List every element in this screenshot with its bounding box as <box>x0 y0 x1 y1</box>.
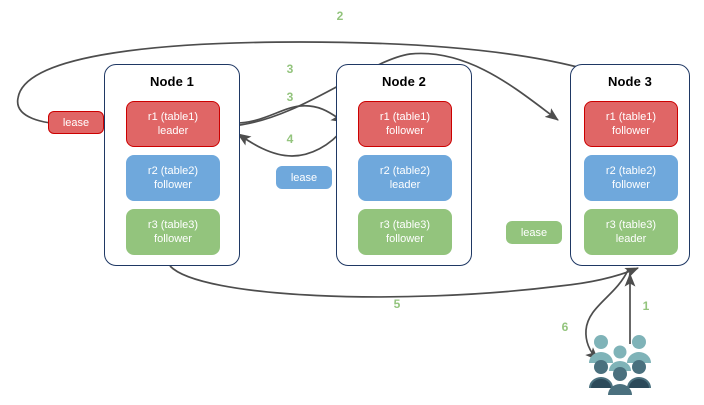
step-label-2: 2 <box>336 9 344 23</box>
step-label-5: 5 <box>393 297 401 311</box>
replica-role: follower <box>154 233 192 245</box>
edge-step-5 <box>169 265 639 298</box>
lease-badge-table2[interactable]: lease <box>276 166 332 189</box>
lease-label: lease <box>62 116 90 129</box>
edge-step-3-lower <box>231 105 345 124</box>
replica-node1-r1[interactable]: r1 (table1) leader <box>126 101 220 147</box>
replica-node2-r1[interactable]: r1 (table1) follower <box>358 101 452 147</box>
node-title: Node 1 <box>150 74 194 89</box>
lease-badge-table3[interactable]: lease <box>506 221 562 244</box>
node-box-node-1[interactable]: Node 1 r1 (table1) leader r2 (table2) fo… <box>104 64 240 266</box>
replica-node2-r2[interactable]: r2 (table2) leader <box>358 155 452 201</box>
replica-role: follower <box>612 179 650 191</box>
step-label-1: 1 <box>642 299 650 313</box>
lease-label: lease <box>290 171 318 184</box>
step-label-3b: 3 <box>286 90 294 104</box>
replica-name: r1 (table1) <box>605 111 657 123</box>
replica-name: r1 (table1) <box>379 111 431 123</box>
replica-role: leader <box>615 233 647 245</box>
step-label-3a: 3 <box>286 62 294 76</box>
users-group-icon <box>589 335 651 395</box>
replica-role: leader <box>389 179 421 191</box>
replica-node3-r3[interactable]: r3 (table3) leader <box>584 209 678 255</box>
replica-name: r2 (table2) <box>605 165 657 177</box>
replica-name: r3 (table3) <box>147 219 199 231</box>
step-label-6: 6 <box>561 320 569 334</box>
replica-name: r3 (table3) <box>379 219 431 231</box>
lease-badge-table1[interactable]: lease <box>48 111 104 134</box>
node-box-node-2[interactable]: Node 2 r1 (table1) follower r2 (table2) … <box>336 64 472 266</box>
step-label-4: 4 <box>286 132 294 146</box>
replica-role: follower <box>612 125 650 137</box>
replica-role: leader <box>157 125 189 137</box>
replica-name: r3 (table3) <box>605 219 657 231</box>
node-title: Node 3 <box>608 74 652 89</box>
node-title: Node 2 <box>382 74 426 89</box>
replica-role: follower <box>386 233 424 245</box>
replica-role: follower <box>386 125 424 137</box>
replica-name: r2 (table2) <box>147 165 199 177</box>
replica-name: r2 (table2) <box>379 165 431 177</box>
replica-node1-r3[interactable]: r3 (table3) follower <box>126 209 220 255</box>
node-box-node-3[interactable]: Node 3 r1 (table1) follower r2 (table2) … <box>570 64 690 266</box>
replica-node2-r3[interactable]: r3 (table3) follower <box>358 209 452 255</box>
replica-node1-r2[interactable]: r2 (table2) follower <box>126 155 220 201</box>
replica-node3-r2[interactable]: r2 (table2) follower <box>584 155 678 201</box>
replica-node3-r1[interactable]: r1 (table1) follower <box>584 101 678 147</box>
replica-name: r1 (table1) <box>147 111 199 123</box>
lease-label: lease <box>520 226 548 239</box>
replica-role: follower <box>154 179 192 191</box>
